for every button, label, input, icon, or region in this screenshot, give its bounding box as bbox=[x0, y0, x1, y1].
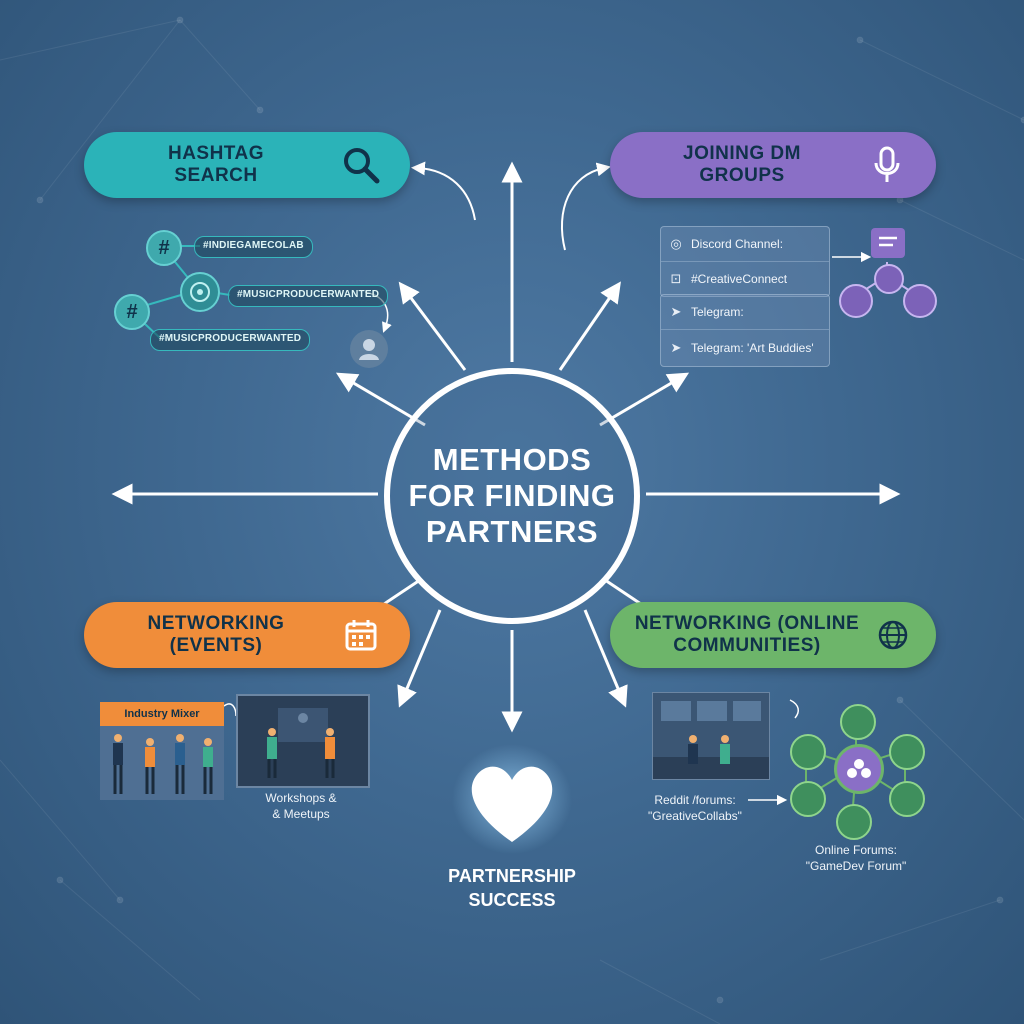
hashtag-node-icon: # bbox=[146, 230, 182, 266]
hashtag-tag-1: #INDIEGAMECOLAB bbox=[194, 236, 313, 258]
telegram-icon: ➤ bbox=[670, 340, 682, 355]
telegram-group-name: Telegram: 'Art Buddies' bbox=[691, 341, 814, 355]
reddit-line-1: Reddit /forums: bbox=[654, 793, 736, 807]
puzzle-node-icon bbox=[836, 804, 872, 840]
hashtag-tag-2: #MUSICPRODUCERWANTED bbox=[228, 285, 389, 307]
title-line-2: FOR FINDING bbox=[408, 478, 616, 513]
telegram-label: Telegram: bbox=[691, 305, 744, 319]
heart-icon bbox=[452, 744, 572, 854]
channel-icon: ⊡ bbox=[670, 271, 682, 286]
discord-label: Discord Channel: bbox=[691, 237, 784, 251]
group-member-icon bbox=[874, 264, 904, 294]
online-forums-caption: Online Forums: "GameDev Forum" bbox=[796, 842, 916, 874]
user-avatar-icon bbox=[350, 330, 388, 368]
calendar-icon bbox=[338, 612, 384, 658]
leaf-node-icon bbox=[790, 734, 826, 770]
gift-node-icon bbox=[889, 734, 925, 770]
forum-line-1: Online Forums: bbox=[814, 843, 898, 857]
idea-node-icon bbox=[790, 781, 826, 817]
networking-online-pill: NETWORKING (ONLINE COMMUNITIES) bbox=[610, 602, 936, 668]
hashtag-node-icon: # bbox=[114, 294, 150, 330]
title-line-3: PARTNERS bbox=[425, 514, 599, 549]
search-icon bbox=[338, 142, 384, 188]
globe-icon bbox=[870, 612, 916, 658]
dm-line-1: JOINING DM bbox=[683, 143, 801, 164]
hashtag-search-pill: HASHTAG SEARCH bbox=[84, 132, 410, 198]
reddit-line-2: "GreativeCollabs" bbox=[648, 809, 742, 823]
discord-row: ◎ Discord Channel: bbox=[661, 227, 829, 262]
list-node-icon bbox=[889, 781, 925, 817]
workshop-stage-illustration bbox=[236, 694, 370, 788]
workshops-line-1: Workshops & bbox=[265, 791, 337, 805]
telegram-group-row: ➤ Telegram: 'Art Buddies' bbox=[661, 330, 829, 366]
title-line-1: METHODS bbox=[432, 442, 592, 477]
online-line-2: COMMUNITIES) bbox=[673, 635, 821, 656]
group-member-icon bbox=[839, 284, 873, 318]
workshops-line-2: & Meetups bbox=[272, 807, 330, 821]
online-meeting-illustration bbox=[652, 692, 770, 780]
success-line-1: PARTNERSHIP bbox=[448, 866, 576, 886]
workshops-caption: Workshops & & Meetups bbox=[246, 790, 356, 822]
community-hub-icon bbox=[834, 744, 884, 794]
microphone-icon bbox=[864, 142, 910, 188]
telegram-row: ➤ Telegram: bbox=[661, 295, 829, 330]
reddit-caption: Reddit /forums: "GreativeCollabs" bbox=[630, 792, 760, 824]
people-icon bbox=[113, 734, 213, 794]
partnership-success-label: PARTNERSHIP SUCCESS bbox=[412, 864, 612, 912]
networking-events-pill: NETWORKING (EVENTS) bbox=[84, 602, 410, 668]
discord-icon: ◎ bbox=[670, 236, 682, 251]
discord-channel-row: ⊡ #CreativeConnect bbox=[661, 262, 829, 296]
hub-node-icon bbox=[180, 272, 220, 312]
telegram-card: ➤ Telegram: ➤ Telegram: 'Art Buddies' bbox=[660, 294, 830, 367]
dm-line-2: GROUPS bbox=[699, 165, 785, 186]
events-line-2: (EVENTS) bbox=[169, 635, 263, 656]
hashtag-line-1: HASHTAG bbox=[167, 143, 265, 164]
forum-line-2: "GameDev Forum" bbox=[805, 859, 907, 873]
online-line-1: NETWORKING (ONLINE bbox=[634, 613, 860, 634]
hashtag-line-2: SEARCH bbox=[174, 165, 258, 186]
discord-card: ◎ Discord Channel: ⊡ #CreativeConnect bbox=[660, 226, 830, 297]
success-line-2: SUCCESS bbox=[468, 890, 556, 910]
chat-bubble-icon bbox=[871, 228, 905, 258]
globe-node-icon bbox=[840, 704, 876, 740]
industry-mixer-illustration: Industry Mixer bbox=[100, 702, 224, 800]
telegram-icon: ➤ bbox=[670, 304, 682, 319]
discord-channel-name: #CreativeConnect bbox=[691, 272, 788, 286]
events-line-1: NETWORKING bbox=[147, 613, 285, 634]
industry-mixer-sign: Industry Mixer bbox=[100, 702, 224, 726]
group-member-icon bbox=[903, 284, 937, 318]
joining-dm-groups-pill: JOINING DM GROUPS bbox=[610, 132, 936, 198]
hashtag-tag-3: #MUSICPRODUCERWANTED bbox=[150, 329, 311, 351]
central-title-circle: METHODS FOR FINDING PARTNERS bbox=[384, 368, 640, 624]
